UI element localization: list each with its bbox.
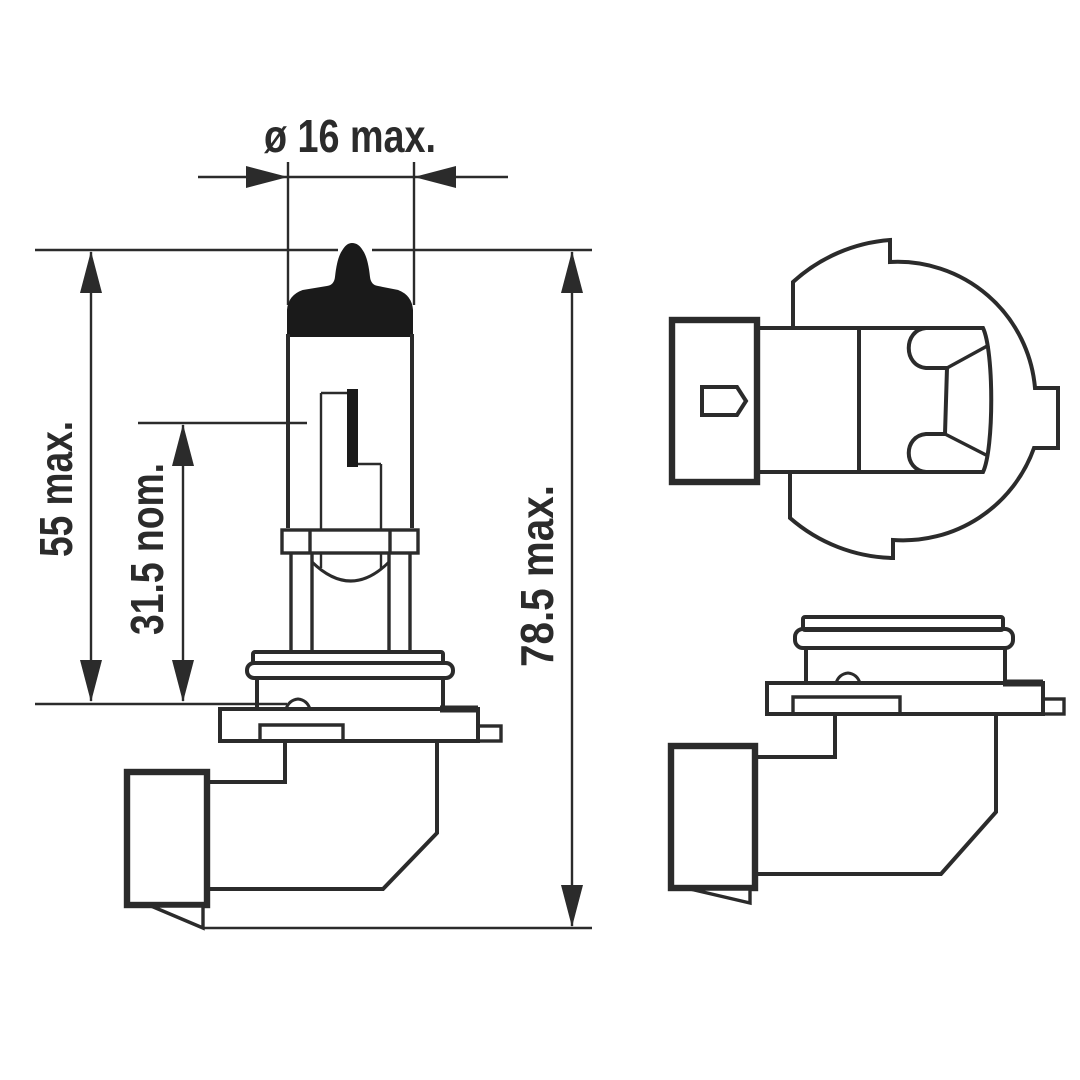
base-body-left-contour xyxy=(757,714,837,759)
dimension-glass-height: 55 max. xyxy=(30,251,102,702)
arrowhead-down-icon xyxy=(561,885,583,927)
dimension-annotations: ø 16 max. 55 max. 31.5 nom. 78 xyxy=(30,110,592,930)
arrowhead-down-icon xyxy=(172,660,194,702)
base-body-left-contour xyxy=(208,741,287,784)
diameter-label: ø 16 max. xyxy=(264,110,436,162)
dimension-light-center: 31.5 nom. xyxy=(121,424,194,702)
dimension-overall-length: 78.5 max. xyxy=(511,251,583,927)
flange-front-step xyxy=(791,695,902,714)
collar-bump xyxy=(834,671,862,684)
base-profile-view xyxy=(667,615,1066,906)
glass-pinch-dome xyxy=(310,560,391,583)
clamp-band xyxy=(280,528,420,555)
flange-front-step xyxy=(258,723,345,741)
base-body-right-contour xyxy=(757,714,998,876)
bulb-end-facet-bottom xyxy=(944,432,989,458)
flange-right-tab xyxy=(1041,697,1066,716)
base-rear-view xyxy=(668,237,1060,561)
connector-housing xyxy=(123,768,211,909)
light-center-label: 31.5 nom. xyxy=(121,463,173,635)
filament xyxy=(347,389,358,467)
connector-latch-flap xyxy=(150,904,205,931)
bulb-side-view xyxy=(123,242,503,931)
arrowhead-up-icon xyxy=(172,424,194,466)
connector-housing xyxy=(667,742,759,892)
arrowhead-down-icon xyxy=(80,660,102,702)
glass-height-label: 55 max. xyxy=(30,421,82,557)
arrowhead-up-icon xyxy=(561,251,583,293)
arrowhead-right-icon xyxy=(246,166,288,188)
terminal-key-icon xyxy=(700,385,749,417)
base-body-right-contour xyxy=(208,741,439,891)
dimension-diameter: ø 16 max. xyxy=(198,110,508,305)
collar-bump xyxy=(284,697,312,710)
connector-latch-flap xyxy=(689,887,752,906)
bulb-end-facet-top xyxy=(946,343,990,370)
bulb-end-silhouette xyxy=(906,326,994,474)
arrowhead-left-icon xyxy=(414,166,456,188)
arrowhead-up-icon xyxy=(80,251,102,293)
flange-right-tab xyxy=(476,724,503,743)
bulb-black-tip xyxy=(287,242,413,337)
overall-length-label: 78.5 max. xyxy=(511,485,563,667)
